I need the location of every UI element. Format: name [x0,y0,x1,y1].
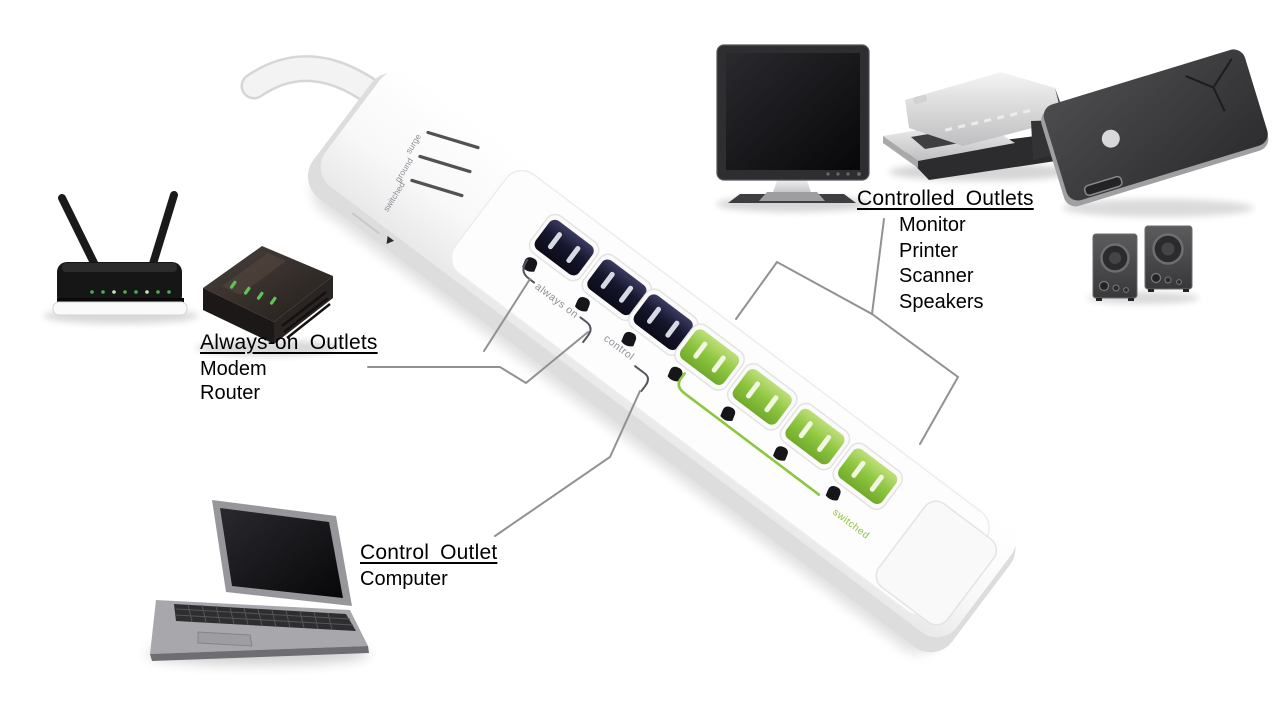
always-on-title: Always-on Outlets [200,331,378,354]
controlled-leader-right [871,313,960,445]
printer-button [913,95,928,104]
ground-hole-switched-2 [720,406,736,422]
always-on-bracket [522,258,592,344]
outlet-always_on-1 [522,213,600,282]
control-annotation: Control Outlet Computer [360,541,497,591]
laptop-keyboard [174,604,356,631]
control-items: Computer [360,568,448,590]
modem-leds [229,280,277,305]
router-leds [90,290,171,294]
indicator-lines [410,130,480,198]
printer-body [905,72,1063,146]
power-cord [240,55,396,114]
modem-shadow [196,340,340,356]
laptop-touchpad [197,631,253,647]
outlets [522,213,904,511]
router-antenna-left [58,194,100,271]
printer-paper-slot [944,109,1031,132]
laptop-screen [220,508,343,598]
controlled-leader-left [735,218,885,320]
switched-bracket [677,372,821,496]
monitor-buttons [826,172,861,176]
outlet-switched-2 [720,363,798,431]
monitor-image [716,44,872,212]
control-leader [494,390,641,537]
outlet-switched-1 [667,323,745,391]
power-strip-foot [875,500,998,626]
router-base [52,301,188,316]
speakers-image [1087,225,1199,304]
printer-image [883,72,1073,181]
always-on-leader [367,331,589,385]
controlled-title: Controlled Outlets [857,187,1034,210]
router-image [43,191,199,324]
monitor-neck [772,178,812,195]
outlet-control-1 [621,288,699,356]
scanner-shadow [1062,199,1254,217]
always-on-leader-2 [483,278,531,352]
ground-hole-switched-3 [773,446,788,461]
always-on-items: Modem Router [200,358,267,404]
controlled-annotation: Controlled Outlets Monitor Printer Scann… [857,187,1034,315]
modem-top [203,246,333,322]
laptop-image [146,500,370,665]
modem-image [196,246,340,356]
controlled-items: Monitor Printer Scanner Speakers [899,214,984,313]
modem-front [203,288,274,344]
control-title: Control Outlet [360,541,498,564]
laptop-front-edge [150,646,369,661]
control-bracket [634,365,649,392]
ground-hole-switched-1 [667,366,683,382]
power-strip-switch [386,235,394,244]
scanner-latch [1083,175,1123,197]
always-on-annotation: Always-on Outlets Modem Router [200,331,378,405]
outlet-switched-3 [773,402,851,471]
monitor-screen [726,53,860,170]
power-strip: surge ground switched always on control … [307,70,1016,654]
ground-hole-switched-4 [825,485,841,501]
leader-lines [367,218,960,537]
speaker-left [1092,233,1138,301]
ground-hole-control-1 [621,331,637,347]
router-antenna-right [148,191,178,271]
scanner-image [1041,49,1269,217]
outlet-switched-4 [825,442,904,511]
scanner-button [1101,129,1120,148]
router-body [57,262,182,306]
speaker-right [1144,225,1193,292]
ground-hole-always_on-2 [574,297,590,312]
modem-vents [281,291,331,339]
printer-base [903,134,1069,180]
